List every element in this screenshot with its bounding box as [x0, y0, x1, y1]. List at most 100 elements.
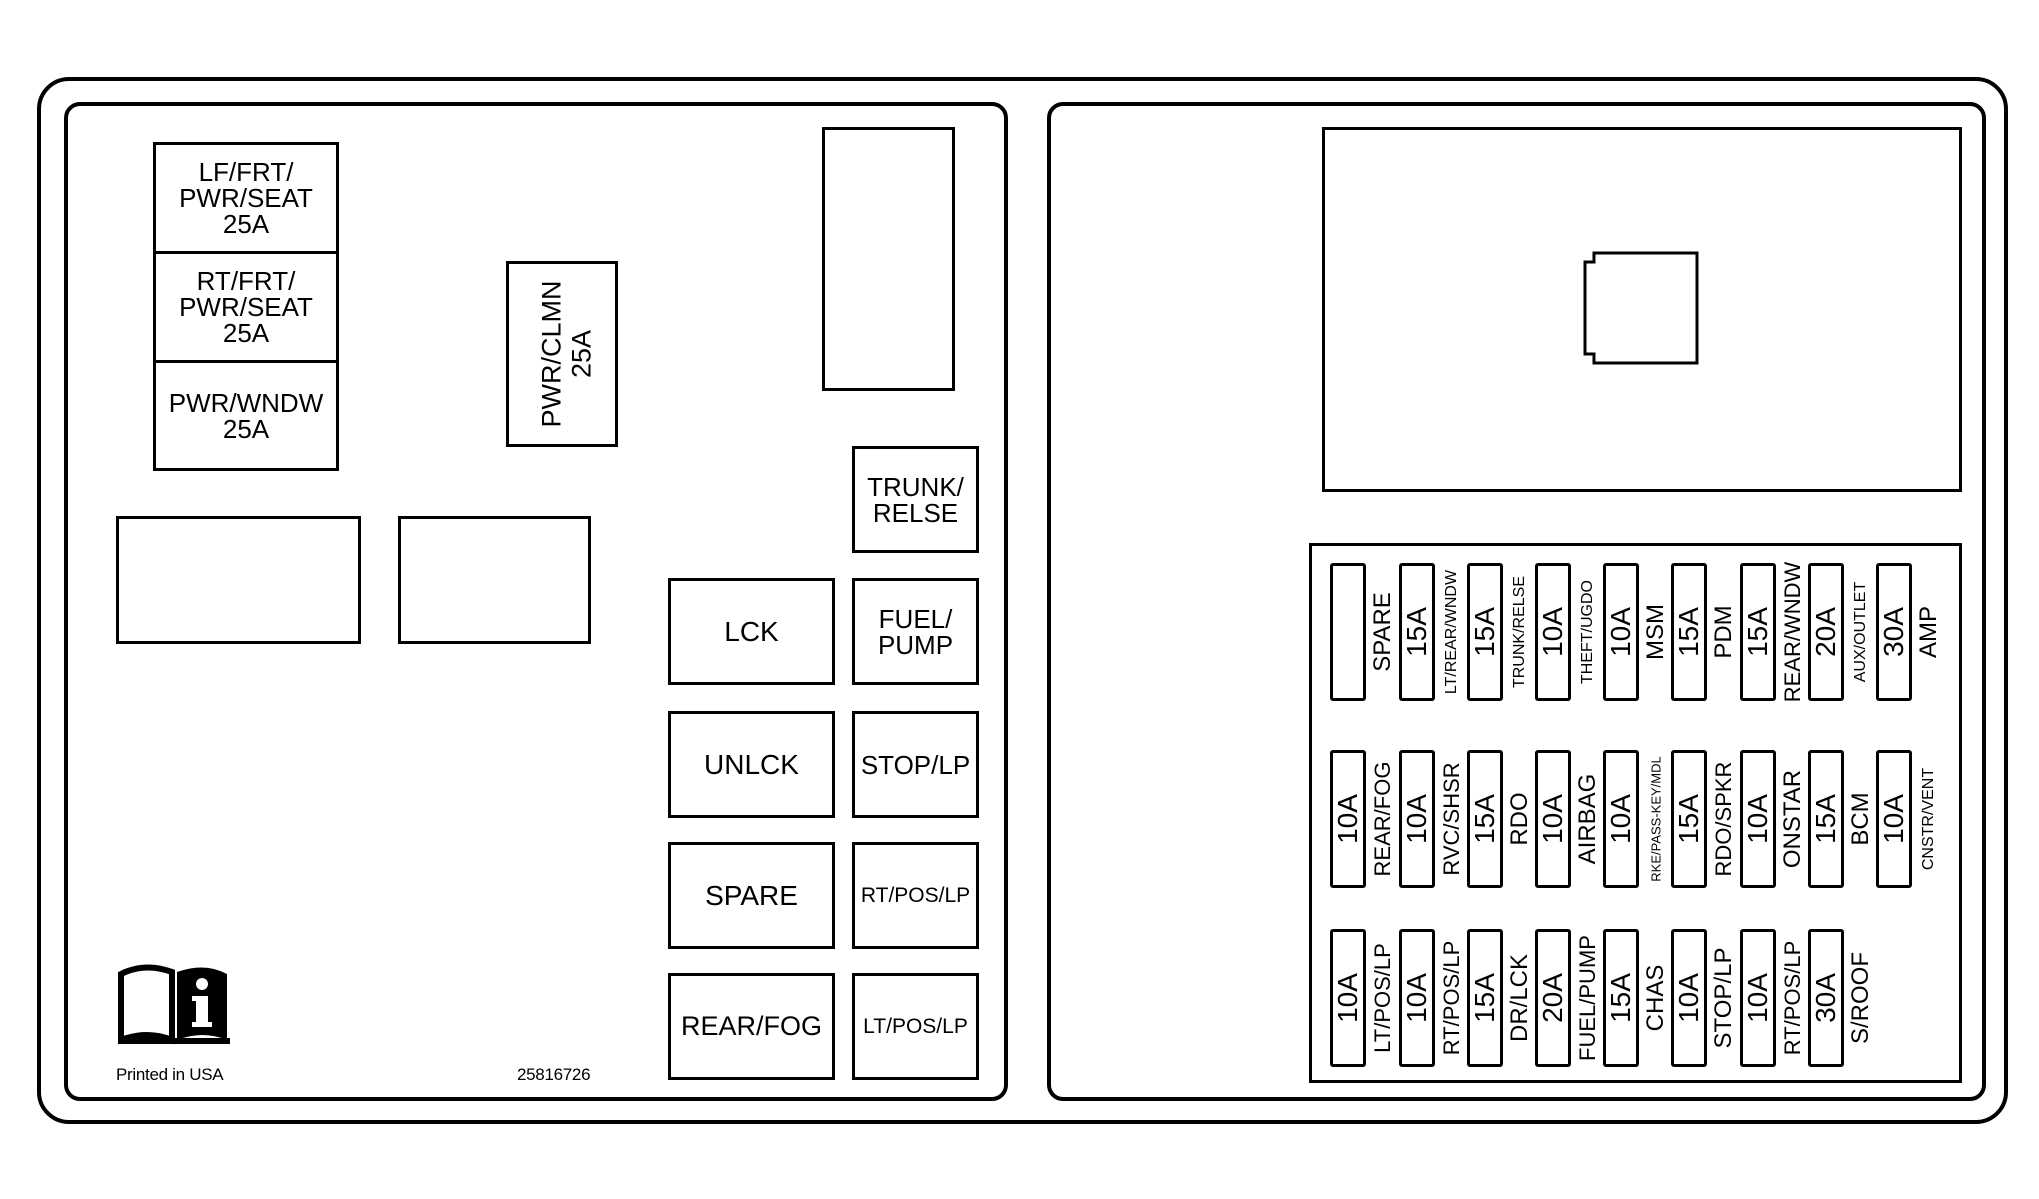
relay-label: UNLCK — [704, 748, 799, 780]
fuse-amp-label: 10A — [1332, 973, 1363, 1023]
relay-label: LCK — [724, 615, 779, 647]
relay-rt-pos-lp[interactable] — [852, 842, 979, 949]
mini-fuse[interactable] — [1808, 929, 1844, 1067]
fuse-name-label: CNSTR/VENT — [1920, 767, 1937, 871]
fuse-name-label: STOP/LP — [1710, 947, 1737, 1049]
fuse-amp-label: 15A — [1673, 794, 1704, 844]
fuse-amp-label: 15A — [1469, 607, 1500, 657]
fuse-amp-label: 10A — [1673, 973, 1704, 1023]
relay-slot-middle[interactable] — [398, 516, 591, 644]
stack-fuse-pwr-wndw[interactable] — [153, 360, 339, 471]
fuse-name-label: MSM — [1642, 604, 1669, 660]
mini-fuse[interactable] — [1330, 563, 1366, 701]
mini-fuse[interactable] — [1535, 929, 1571, 1067]
mini-fuse[interactable] — [1671, 563, 1707, 701]
fuse-block-outline — [37, 77, 2008, 1124]
relay-label: RT/POS/LP — [860, 884, 971, 907]
pwr-clmn-amp: 25A — [566, 329, 597, 379]
stack-fuse-rt-frt-pwr-seat[interactable] — [153, 251, 339, 363]
fuse-amp-label: 15A — [1742, 607, 1773, 657]
relay-trunk-relse[interactable] — [852, 446, 979, 553]
mini-fuse[interactable] — [1671, 929, 1707, 1067]
relay-label: STOP/LP — [860, 749, 971, 780]
mini-fuse[interactable] — [1535, 563, 1571, 701]
mini-fuse[interactable] — [1467, 750, 1503, 888]
mini-fuse[interactable] — [1603, 750, 1639, 888]
relay-slot-top[interactable] — [822, 127, 955, 391]
fuse-amp-label: 10A — [1742, 973, 1773, 1023]
mini-fuse[interactable] — [1808, 563, 1844, 701]
fuse-amp-label: 15A — [1469, 794, 1500, 844]
relay-spare[interactable] — [668, 842, 835, 949]
relay-unlck[interactable] — [668, 711, 835, 818]
mini-fuse[interactable] — [1876, 563, 1912, 701]
relay-rear-fog[interactable] — [668, 973, 835, 1080]
fuse-name-label: LT/REAR/WNDW — [1443, 569, 1460, 695]
right-fuse-panel — [1047, 102, 1986, 1101]
fuse-name-label: RT/POS/LP — [1780, 940, 1805, 1056]
mini-fuse[interactable] — [1671, 750, 1707, 888]
relay-lck[interactable] — [668, 578, 835, 685]
mini-fuse[interactable] — [1467, 929, 1503, 1067]
mini-fuse[interactable] — [1330, 750, 1366, 888]
mini-fuse[interactable] — [1603, 929, 1639, 1067]
mini-fuse[interactable] — [1399, 563, 1435, 701]
relay-stop-lp[interactable] — [852, 711, 979, 818]
fuse-name-label: RKE/PASS-KEY/MDL — [1648, 756, 1664, 882]
mini-fuse[interactable] — [1876, 750, 1912, 888]
mini-fuse[interactable] — [1399, 750, 1435, 888]
mini-fuse[interactable] — [1467, 563, 1503, 701]
mini-fuse[interactable] — [1535, 750, 1571, 888]
relay-label: REAR/FOG — [680, 1011, 822, 1041]
fuse-amp-label: 30A — [1810, 973, 1841, 1023]
fuse-amp-label: 10A — [1878, 794, 1909, 844]
fuse-name-label: RT/POS/LP — [1439, 940, 1464, 1056]
fuse-name-label: RVC/SHSR — [1439, 762, 1464, 876]
stack-fuse-label: PWR/WNDW 25A — [168, 387, 324, 444]
stack-fuse-label: RT/FRT/ PWR/SEAT 25A — [179, 266, 313, 348]
fuse-amp-label: 15A — [1673, 607, 1704, 657]
fuse-name-label: PDM — [1710, 605, 1737, 659]
fuse-name-label: THEFT/UGDO — [1579, 580, 1596, 684]
fuse-amp-label: 20A — [1537, 973, 1568, 1023]
relay-lt-pos-lp[interactable] — [852, 973, 979, 1080]
mini-fuse[interactable] — [1740, 929, 1776, 1067]
fuse-amp-label: 10A — [1605, 794, 1636, 844]
fuse-name-label: ONSTAR — [1779, 769, 1806, 869]
fuse-name-label: AUX/OUTLET — [1852, 581, 1869, 683]
fuse-name-label: REAR/FOG — [1370, 761, 1395, 877]
part-number: 25816726 — [517, 1065, 591, 1084]
fuse-name-label: CHAS — [1642, 964, 1669, 1032]
fuse-amp-label: 10A — [1605, 607, 1636, 657]
relay-label: LT/POS/LP — [863, 1015, 968, 1038]
pwr-clmn-fuse[interactable] — [506, 261, 618, 447]
relay-slot-left[interactable] — [116, 516, 361, 644]
fuse-name-label: BCM — [1847, 792, 1874, 846]
mini-fuse[interactable] — [1808, 750, 1844, 888]
fuse-amp-label: 10A — [1332, 794, 1363, 844]
fuse-amp-label: 15A — [1401, 607, 1432, 657]
fuse-name-label: AIRBAG — [1574, 773, 1601, 865]
fuse-name-label: TRUNK/RELSE — [1511, 575, 1528, 689]
fuse-amp-label: 30A — [1878, 607, 1909, 657]
fuse-name-label: SPARE — [1369, 592, 1396, 672]
fuse-amp-label: 10A — [1401, 973, 1432, 1023]
mini-fuse[interactable] — [1399, 929, 1435, 1067]
relay-label: TRUNK/ RELSE — [867, 471, 964, 528]
fuse-name-label: RDO/SPKR — [1711, 761, 1736, 877]
relay-fuel-pump[interactable] — [852, 578, 979, 685]
mini-fuse[interactable] — [1330, 929, 1366, 1067]
fuse-amp-label: 15A — [1810, 794, 1841, 844]
fuse-amp-label: 10A — [1537, 607, 1568, 657]
stack-fuse-label: LF/FRT/ PWR/SEAT 25A — [179, 157, 313, 239]
mini-fuse[interactable] — [1740, 563, 1776, 701]
fuse-amp-label: 10A — [1742, 794, 1773, 844]
pwr-clmn-name: PWR/CLMN — [536, 280, 567, 428]
fuse-name-label: REAR/WNDW — [1780, 561, 1805, 703]
fuse-amp-label: 20A — [1810, 607, 1841, 657]
fuse-name-label: LT/POS/LP — [1370, 943, 1395, 1053]
mini-fuse[interactable] — [1603, 563, 1639, 701]
fuse-name-label: DR/LCK — [1506, 953, 1533, 1043]
fuse-name-label: AMP — [1915, 605, 1942, 659]
mini-fuse[interactable] — [1740, 750, 1776, 888]
